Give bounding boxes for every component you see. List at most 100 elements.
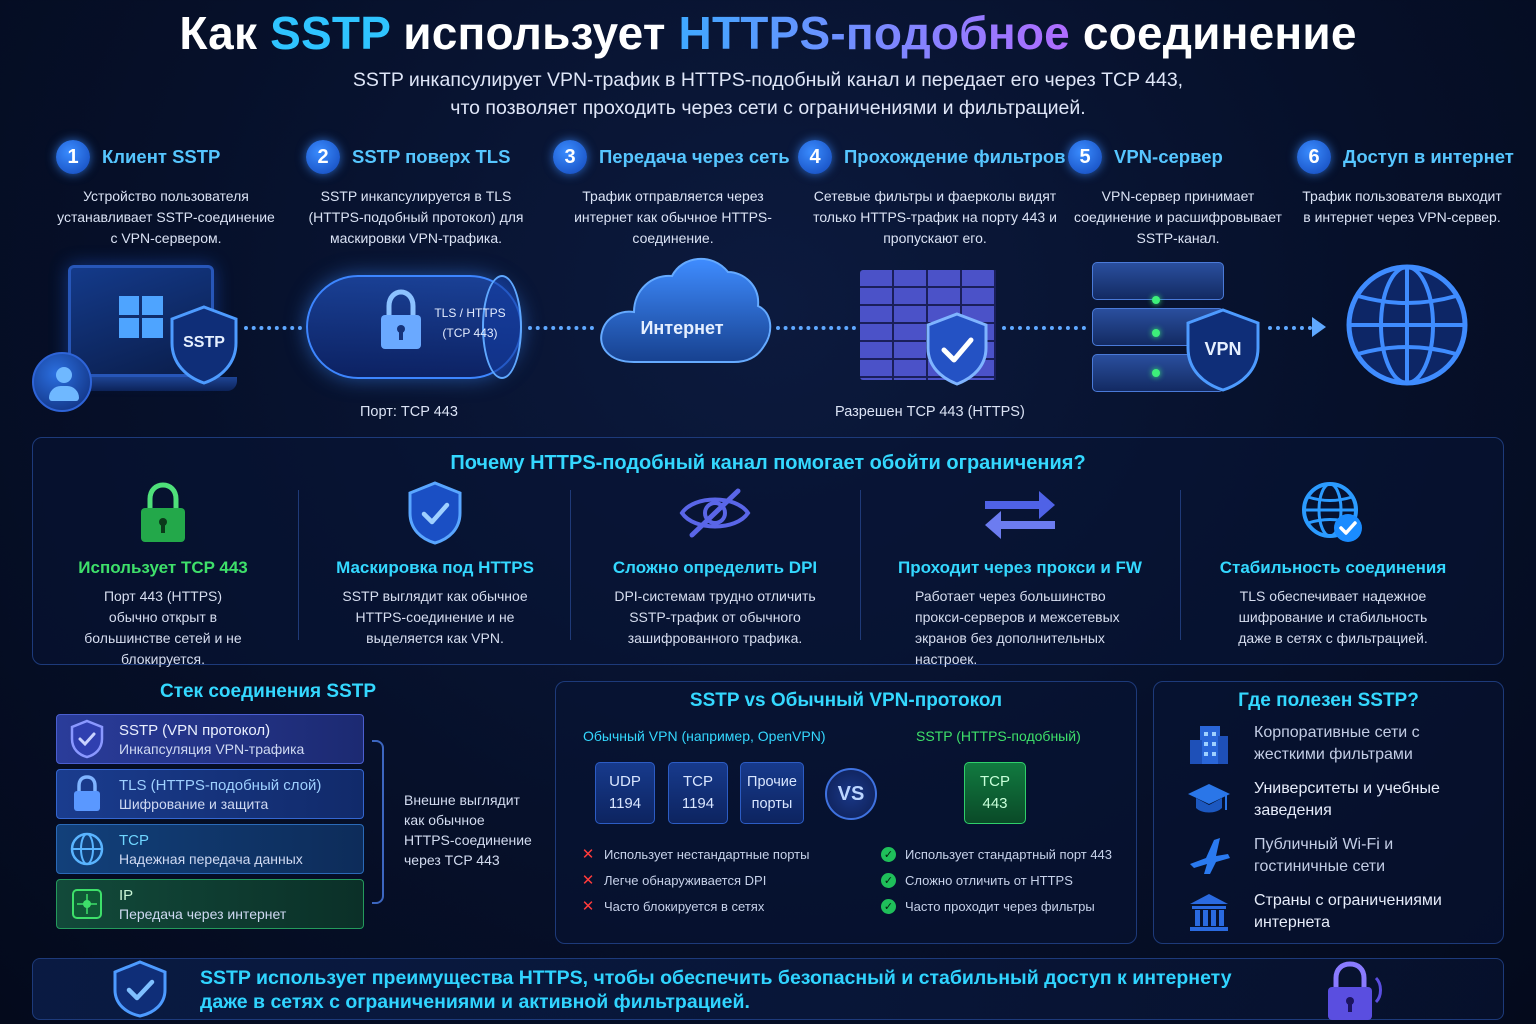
shield-check-icon xyxy=(926,312,988,386)
cons-text: Использует нестандартные порты xyxy=(604,846,810,862)
check-circle-icon: ✓ xyxy=(881,846,896,862)
cons-item: ✕Использует нестандартные порты xyxy=(581,841,810,867)
use-text: Корпоративные сети с жесткими фильтрами xyxy=(1254,724,1420,763)
cloud-label: Интернет xyxy=(640,318,724,338)
why-item-desc: Работает через большинство прокси-сервер… xyxy=(915,588,1120,667)
why-item-proxy: Проходит через прокси и FW Работает чере… xyxy=(885,478,1155,670)
uses-title: Где полезен SSTP? xyxy=(1238,690,1419,711)
globe-check-icon xyxy=(1302,482,1362,542)
bottom-banner xyxy=(32,958,1504,1020)
pros-item: ✓ Сложно отличить от HTTPS xyxy=(881,867,1112,893)
step-title: Передача через сеть xyxy=(599,146,790,167)
why-item-title: Сложно определить DPI xyxy=(612,558,818,577)
stack-layer-tls: TLS (HTTPS-подобный слой)Шифрование и за… xyxy=(56,769,364,819)
step-description: SSTP инкапсулируется в TLS (HTTPS-подобн… xyxy=(308,188,524,246)
stack-layer-desc: Инкапсуляция VPN-трафика xyxy=(119,740,305,757)
vpn-badge-label: VPN xyxy=(1204,339,1242,359)
firewall-label: Разрешен TCP 443 (HTTPS) xyxy=(835,404,1025,420)
compare-pros-list: ✓ Использует стандартный порт 443 ✓ Сложно… xyxy=(881,841,1112,919)
cons-item: ✕ Часто блокируется в сетях xyxy=(581,893,809,919)
lock-icon xyxy=(141,482,185,542)
compare-right-title: SSTP (HTTPS-подобный) xyxy=(916,728,1081,744)
step-number: 3 xyxy=(553,140,587,174)
step-number: 1 xyxy=(56,140,90,174)
cons-text: Легче обнаруживается DPI xyxy=(604,872,767,888)
stack-note: Внешне выглядит как обычное HTTPS-соедин… xyxy=(404,792,532,868)
use-text: Университеты и учебные заведения xyxy=(1254,780,1440,819)
why-item-desc: Порт 443 (HTTPS) обычно открыт в большин… xyxy=(84,588,242,667)
windows-logo-icon xyxy=(119,296,163,338)
sstp-shield-icon xyxy=(170,305,238,385)
stack-layer-name: TCP xyxy=(119,831,149,849)
why-item-title: Маскировка под HTTPS xyxy=(336,558,534,577)
port-number: порты xyxy=(751,796,793,812)
cons-text: Часто блокируется в сетях xyxy=(604,898,765,914)
stack-layer-name: TLS (HTTPS-подобный слой) xyxy=(119,776,322,794)
step-4: 4 Прохождение фильтров Сетевые фильтры и … xyxy=(798,140,1066,249)
flow-connector xyxy=(1268,326,1312,330)
vs-badge: VS xyxy=(825,768,877,820)
why-panel xyxy=(32,437,1504,665)
government-building-icon xyxy=(1190,894,1228,931)
x-mark-icon: ✕ xyxy=(581,872,595,889)
flow-connector xyxy=(1002,326,1086,330)
title-highlight-sstp: SSTP xyxy=(270,7,391,59)
tunnel-label-line: TLS / HTTPS xyxy=(434,306,506,320)
divider xyxy=(1180,490,1181,640)
step-1: 1 Клиент SSTP Устройство пользователя уст… xyxy=(56,140,296,249)
step-description: Трафик отправляется через интернет как о… xyxy=(574,188,772,246)
globe-icon xyxy=(1346,264,1468,386)
stack-title: Стек соединения SSTP xyxy=(159,681,377,702)
port-box-tcp1194: TCP 1194 xyxy=(668,762,728,824)
step-title: SSTP поверх TLS xyxy=(352,146,511,167)
pros-text: Использует стандартный порт 443 xyxy=(905,846,1113,862)
flow-connector xyxy=(528,326,594,330)
why-item-https-mask: Маскировка под HTTPS SSTP выглядит как о… xyxy=(300,478,570,649)
port-number: 1194 xyxy=(681,795,715,812)
building-icon xyxy=(1190,726,1228,764)
use-text: Страны с ограничениями интернета xyxy=(1254,892,1442,931)
bottom-message-line: SSTP использует преимущества HTTPS, чтоб… xyxy=(200,967,1232,989)
why-item-desc: TLS обеспечивает надежное шифрование и с… xyxy=(1238,588,1428,646)
pros-text: Часто проходит через фильтры xyxy=(905,898,1095,914)
use-item-university: Университеты и учебные заведения xyxy=(1186,778,1486,822)
divider xyxy=(860,490,861,640)
cloud-icon xyxy=(600,257,772,363)
port-proto: TCP xyxy=(980,773,1010,790)
step-3: 3 Передача через сеть Трафик отправляется… xyxy=(553,140,793,249)
pros-item: ✓ Часто проходит через фильтры xyxy=(881,893,1112,919)
step-number: 4 xyxy=(798,140,832,174)
x-mark-icon: ✕ xyxy=(581,898,595,915)
step-description: Сетевые фильтры и фаерколы видят только … xyxy=(813,188,1057,246)
port-proto: UDP xyxy=(609,773,641,790)
port-proto: TCP xyxy=(683,773,713,790)
shield-icon xyxy=(70,719,104,759)
flow-connector xyxy=(776,326,856,330)
page-title: Как SSTP использует HTTPS-подобное соеди… xyxy=(0,6,1536,60)
step-number: 2 xyxy=(306,140,340,174)
check-circle-icon: ✓ xyxy=(881,898,896,914)
subtitle-line: SSTP инкапсулирует VPN-трафик в HTTPS-по… xyxy=(352,69,1184,91)
stack-layer-desc: Шифрование и защита xyxy=(119,795,269,812)
use-item-wifi: Публичный Wi-Fi и гостиничные сети xyxy=(1186,834,1486,878)
padlock-icon xyxy=(1328,961,1382,1020)
use-item-countries: Страны с ограничениями интернета xyxy=(1186,890,1486,934)
divider xyxy=(298,490,299,640)
compare-left-title: Обычный VPN (например, OpenVPN) xyxy=(583,728,826,744)
airplane-icon xyxy=(1190,838,1230,874)
step-title: Клиент SSTP xyxy=(102,146,221,167)
check-circle-icon: ✓ xyxy=(881,872,896,888)
step-title: Прохождение фильтров xyxy=(844,146,1066,167)
why-item-dpi: Сложно определить DPI DPI-системам трудн… xyxy=(580,478,850,649)
padlock-icon xyxy=(381,289,421,349)
compare-cons-list: ✕Использует нестандартные порты ✕Легче о… xyxy=(581,841,810,919)
pros-text: Сложно отличить от HTTPS xyxy=(905,872,1073,888)
graduation-cap-icon xyxy=(1188,784,1230,813)
step-description: Устройство пользователя устанавливает SS… xyxy=(57,188,275,246)
step-description: VPN-сервер принимает соединение и расшиф… xyxy=(1074,188,1282,246)
arrow-right-icon xyxy=(1312,317,1326,337)
